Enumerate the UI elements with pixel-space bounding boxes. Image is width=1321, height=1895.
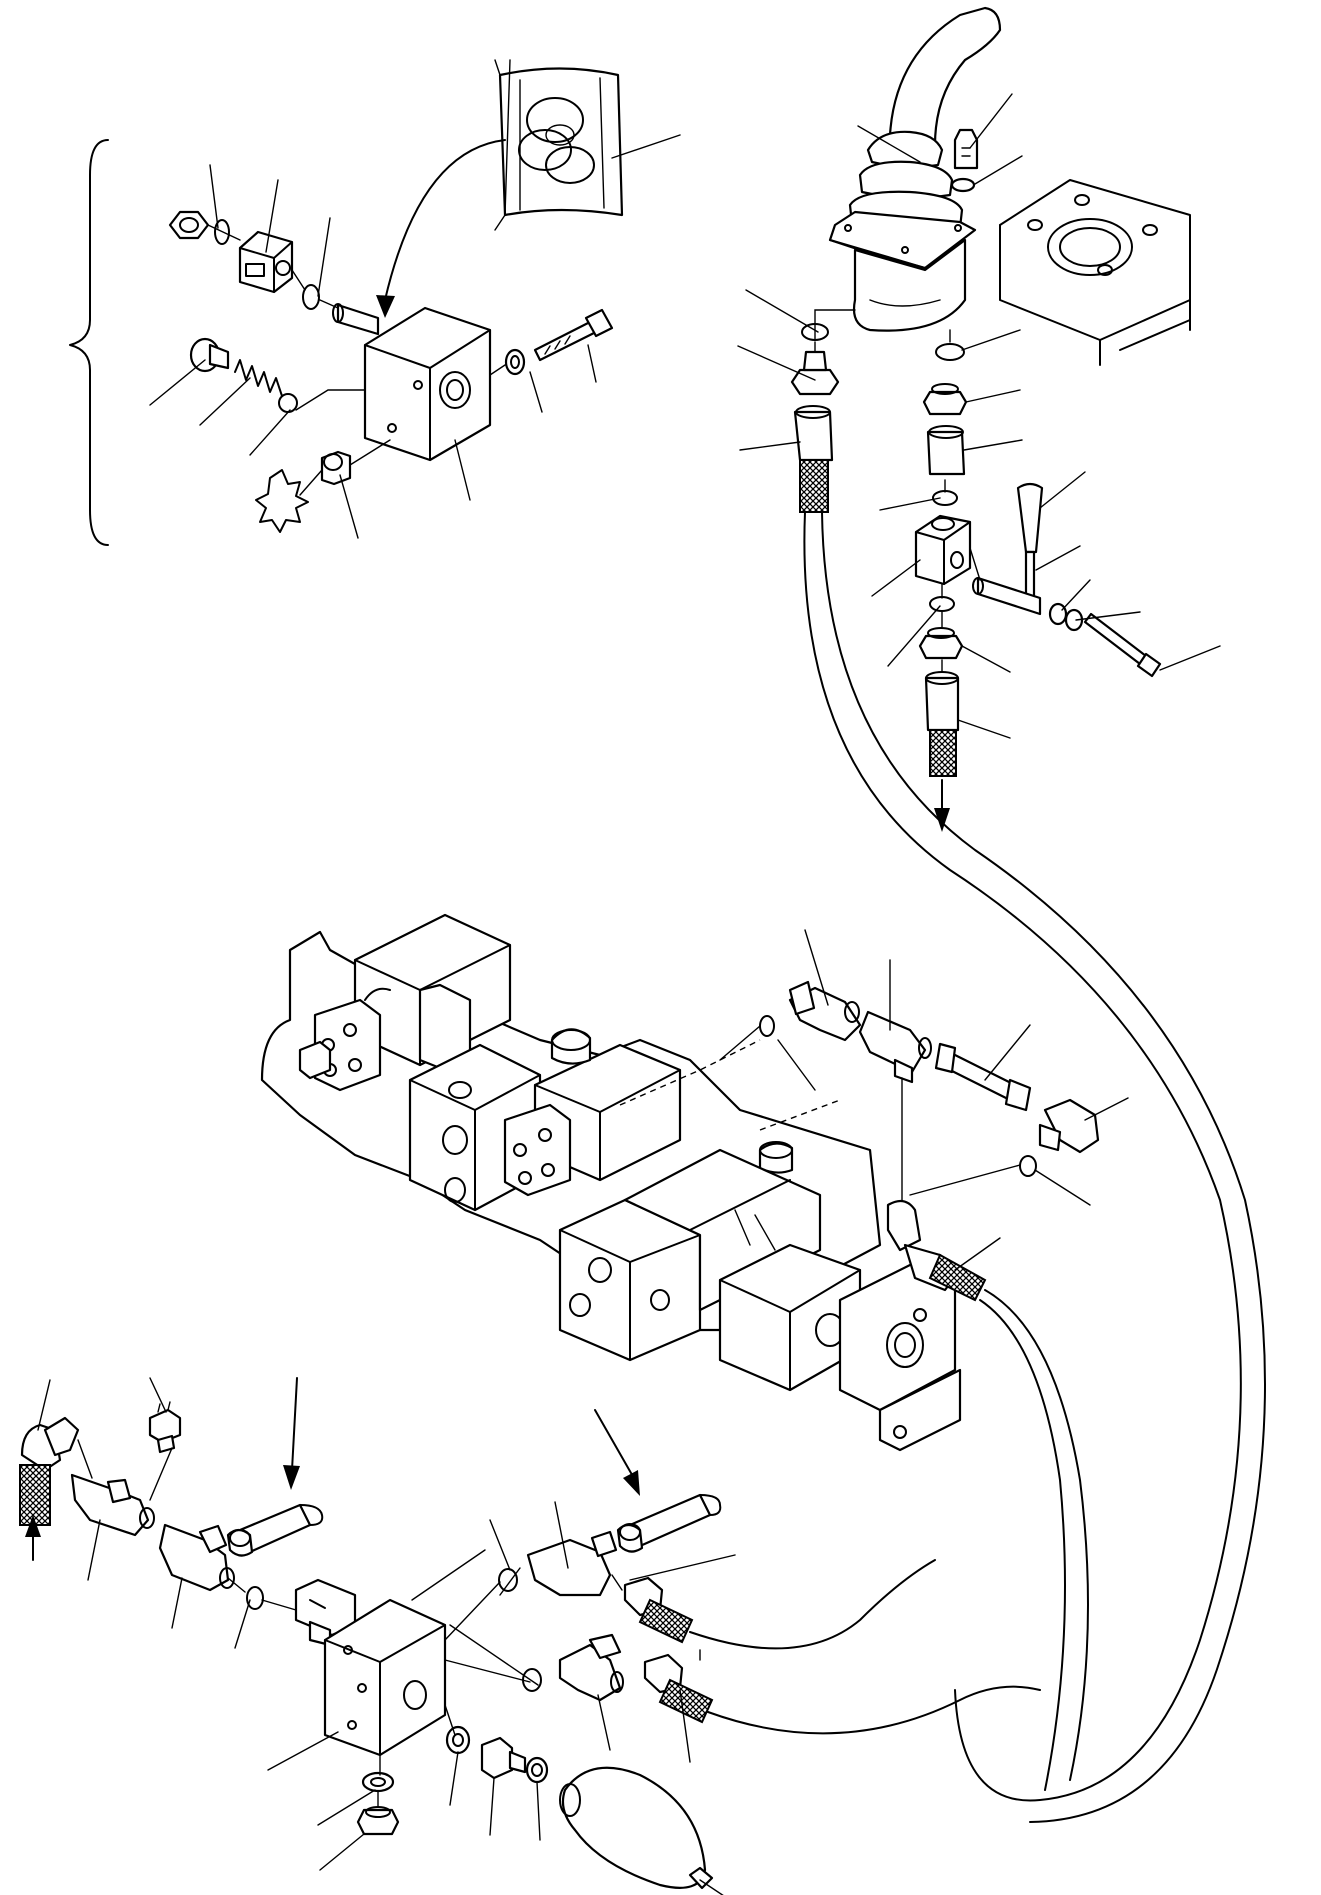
bolt-part <box>533 308 614 362</box>
kit-arrow <box>384 139 506 301</box>
group-brace <box>69 139 109 546</box>
detail-valve-assembly <box>69 59 681 546</box>
tee-fitting <box>70 1473 155 1537</box>
ball-part <box>278 393 298 413</box>
flow-arrow <box>291 1377 298 1471</box>
kit-arrowhead <box>376 295 395 318</box>
valve-block-icon <box>363 306 492 462</box>
o-ring-part <box>759 1015 775 1037</box>
orifice-part <box>320 450 352 486</box>
o-ring-part <box>214 219 230 245</box>
hose-elbow-icon <box>886 1199 987 1302</box>
elbow-fitting <box>788 980 862 1042</box>
washer-part <box>1048 602 1068 626</box>
elbow-fitting <box>1038 1098 1100 1154</box>
hose-line-left <box>803 511 1242 1802</box>
adapter-fitting <box>480 1736 527 1780</box>
hydraulic-valve-bank-icon <box>260 913 962 1452</box>
washer-part <box>1064 608 1084 632</box>
o-ring-part <box>522 1668 542 1692</box>
lever-knob-icon <box>1016 482 1044 604</box>
nut-part <box>356 1806 400 1836</box>
washer-part <box>525 1756 549 1784</box>
flow-arrow <box>594 1409 636 1481</box>
flow-arrowhead <box>934 808 950 832</box>
flow-arrowhead <box>283 1465 300 1490</box>
joystick-assembly <box>737 6 1266 1823</box>
mounting-bracket <box>999 179 1191 366</box>
o-ring-part <box>302 284 320 310</box>
pin-part <box>972 576 1042 616</box>
nut-part <box>922 383 968 416</box>
swivel-fitting <box>926 425 966 476</box>
o-ring-part <box>935 343 965 361</box>
washer-part <box>504 348 526 376</box>
washer-part <box>445 1725 471 1755</box>
tee-fitting <box>858 1010 932 1084</box>
o-ring-part <box>929 596 955 612</box>
control-valve-bank <box>260 913 1129 1791</box>
plug-part <box>189 337 230 373</box>
o-ring-part <box>246 1586 264 1610</box>
nut-part <box>918 627 964 660</box>
hose-inlet-icon <box>19 1416 80 1526</box>
pipe-inlet-icon <box>226 1503 324 1557</box>
nut-part <box>168 210 210 240</box>
elbow-fitting <box>558 1633 624 1702</box>
o-ring-part <box>1019 1155 1037 1177</box>
spring-icon <box>234 359 283 397</box>
solenoid-coil-icon <box>238 230 294 294</box>
hose-line-mid <box>984 1289 1089 1781</box>
accumulator-circuit <box>19 1377 1041 1895</box>
valve-block-icon <box>323 1598 447 1757</box>
tee-block <box>914 514 972 586</box>
tee-fitting <box>526 1530 618 1597</box>
hose-left-icon <box>793 405 834 513</box>
adapter-fitting <box>790 350 840 396</box>
pipe-part <box>934 1042 1032 1112</box>
hose-line-lower <box>689 1559 936 1650</box>
hose-end-icon <box>643 1653 714 1724</box>
washer-part <box>361 1771 395 1793</box>
hose-right-icon <box>924 671 960 777</box>
accumulator-icon <box>559 1766 714 1890</box>
hose-line-lower-2 <box>707 1685 1041 1735</box>
pressure-switch-icon <box>148 1401 182 1454</box>
star-washer-icon <box>255 469 309 533</box>
bolt-part <box>1083 612 1162 678</box>
joystick-icon <box>828 6 1002 332</box>
flow-arrowhead <box>623 1470 640 1496</box>
o-ring-part <box>498 1568 518 1592</box>
seal-kit-icon <box>494 59 624 231</box>
screw-part <box>953 128 979 170</box>
washer-part <box>950 177 976 193</box>
hose-line-mid-inner <box>979 1299 1066 1791</box>
pipe-inlet-icon <box>616 1493 722 1553</box>
flow-arrowhead <box>25 1515 41 1537</box>
hose-line-left-inner <box>821 511 1266 1823</box>
tee-fitting <box>158 1523 235 1592</box>
valve-stem <box>336 303 380 336</box>
hose-end-icon <box>623 1576 694 1644</box>
